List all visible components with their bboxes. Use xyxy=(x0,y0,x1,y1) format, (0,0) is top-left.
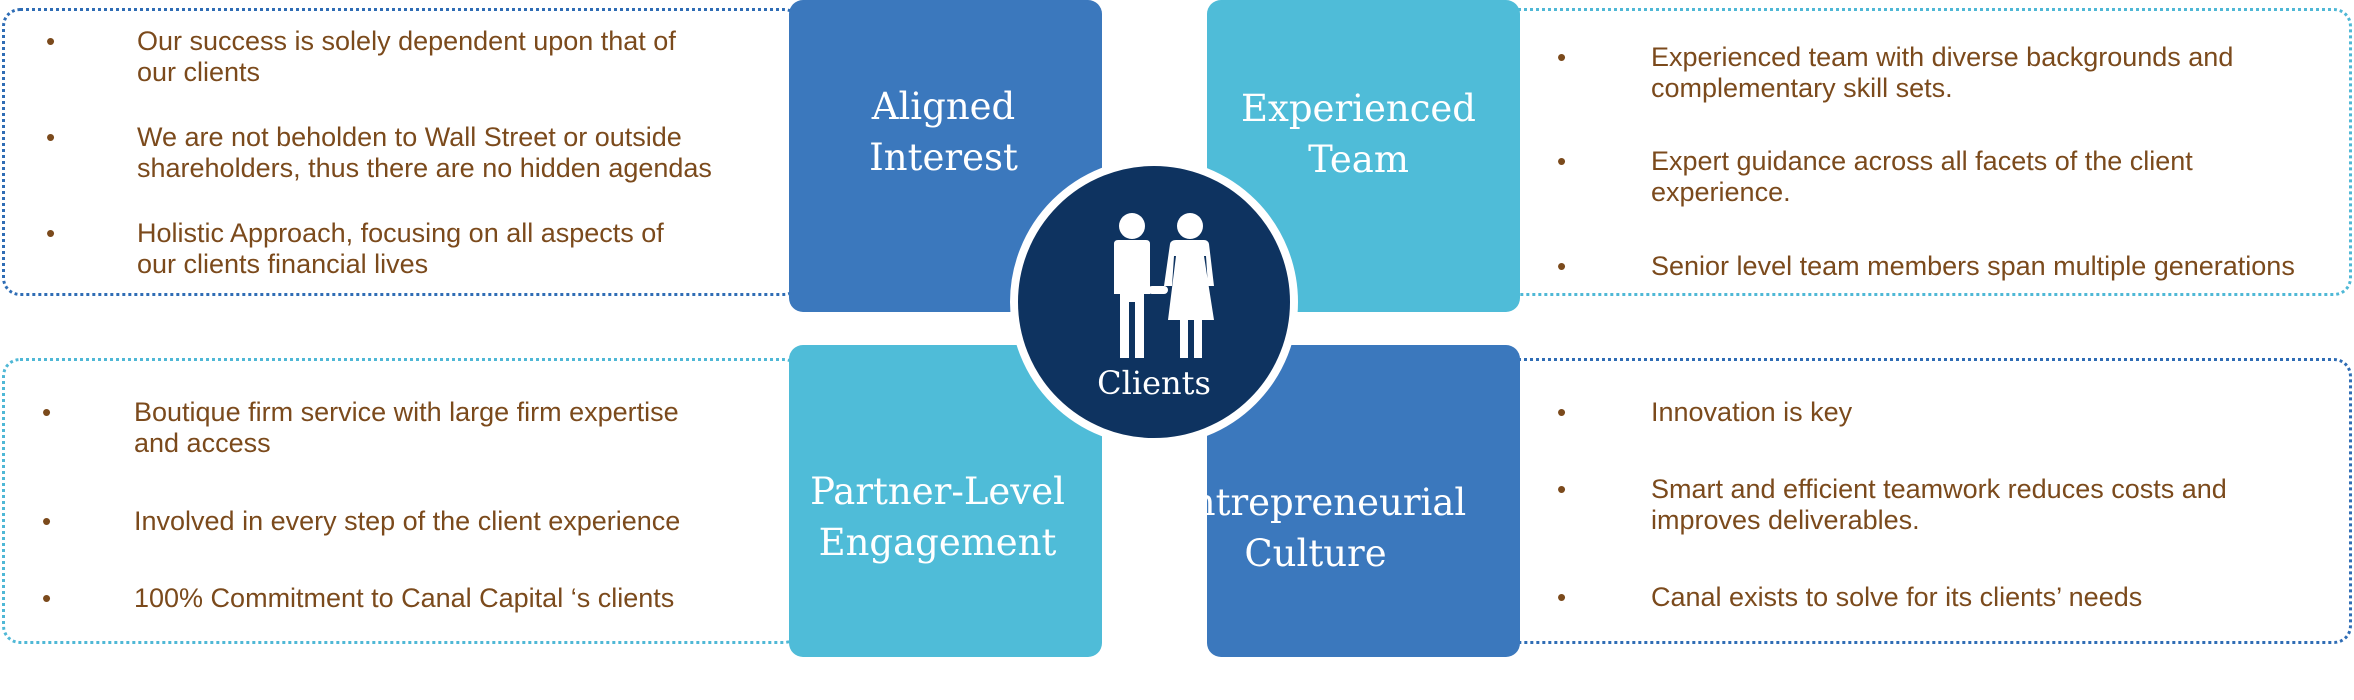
list-item-line: improves deliverables. xyxy=(1651,505,1920,535)
bullet-marker: • xyxy=(46,26,56,56)
list-item-line: our clients xyxy=(137,57,261,87)
list-item: Experienced team with diverse background… xyxy=(1651,42,2233,104)
list-item-line: and access xyxy=(134,428,271,458)
list-item-line: experience. xyxy=(1651,177,1791,207)
bullet-marker: • xyxy=(46,122,56,152)
bullet-marker: • xyxy=(1557,582,1567,612)
list-item-line: Our success is solely dependent upon tha… xyxy=(137,26,676,56)
bullet-marker: • xyxy=(42,506,52,536)
list-item-line: We are not beholden to Wall Street or ou… xyxy=(137,122,682,152)
list-item: We are not beholden to Wall Street or ou… xyxy=(137,122,712,184)
list-item-line: Smart and efficient teamwork reduces cos… xyxy=(1651,474,2227,504)
bullet-marker: • xyxy=(1557,397,1567,427)
list-item: Smart and efficient teamwork reduces cos… xyxy=(1651,474,2227,536)
list-item: Innovation is key xyxy=(1651,397,1852,428)
list-item-line: Senior level team members span multiple … xyxy=(1651,251,2295,281)
list-item-line: Canal exists to solve for its clients’ n… xyxy=(1651,582,2143,612)
bullet-marker: • xyxy=(42,583,52,613)
bullet-marker: • xyxy=(42,397,52,427)
list-item: 100% Commitment to Canal Capital ‘s clie… xyxy=(134,583,674,614)
bullet-marker: • xyxy=(1557,474,1567,504)
quadrant-title: Partner-Level Engagement xyxy=(810,470,1065,564)
list-item: Expert guidance across all facets of the… xyxy=(1651,146,2193,208)
couple-icon xyxy=(1114,213,1214,358)
list-item: Holistic Approach, focusing on all aspec… xyxy=(137,218,664,280)
bullet-marker: • xyxy=(1557,146,1567,176)
list-item-line: Expert guidance across all facets of the… xyxy=(1651,146,2193,176)
list-item-line: Holistic Approach, focusing on all aspec… xyxy=(137,218,664,248)
list-item: Boutique firm service with large firm ex… xyxy=(134,397,679,459)
list-item-line: our clients financial lives xyxy=(137,249,429,279)
quadrant-title: Aligned Interest xyxy=(869,85,1018,179)
list-item-line: complementary skill sets. xyxy=(1651,73,1953,103)
list-item-line: Innovation is key xyxy=(1651,397,1853,427)
list-item-line: Boutique firm service with large firm ex… xyxy=(134,397,679,427)
list-item: Our success is solely dependent upon tha… xyxy=(137,26,676,88)
list-item-line: Experienced team with diverse background… xyxy=(1651,42,2234,72)
bullet-marker: • xyxy=(1557,251,1567,281)
bullet-marker: • xyxy=(1557,42,1567,72)
list-item: Senior level team members span multiple … xyxy=(1651,251,2295,282)
list-item-line: 100% Commitment to Canal Capital ‘s clie… xyxy=(134,583,675,613)
quadrant-title: Entrepreneurial Culture xyxy=(1164,481,1467,575)
list-item: Canal exists to solve for its clients’ n… xyxy=(1651,582,2142,613)
list-item: Involved in every step of the client exp… xyxy=(134,506,680,537)
clients-hub: Clients xyxy=(1010,158,1298,446)
bullet-marker: • xyxy=(46,218,56,248)
list-item-line: Involved in every step of the client exp… xyxy=(134,506,681,536)
list-item-line: shareholders, thus there are no hidden a… xyxy=(137,153,712,183)
hub-label: Clients xyxy=(1097,364,1211,402)
quadrant-title: Experienced Team xyxy=(1240,87,1476,181)
